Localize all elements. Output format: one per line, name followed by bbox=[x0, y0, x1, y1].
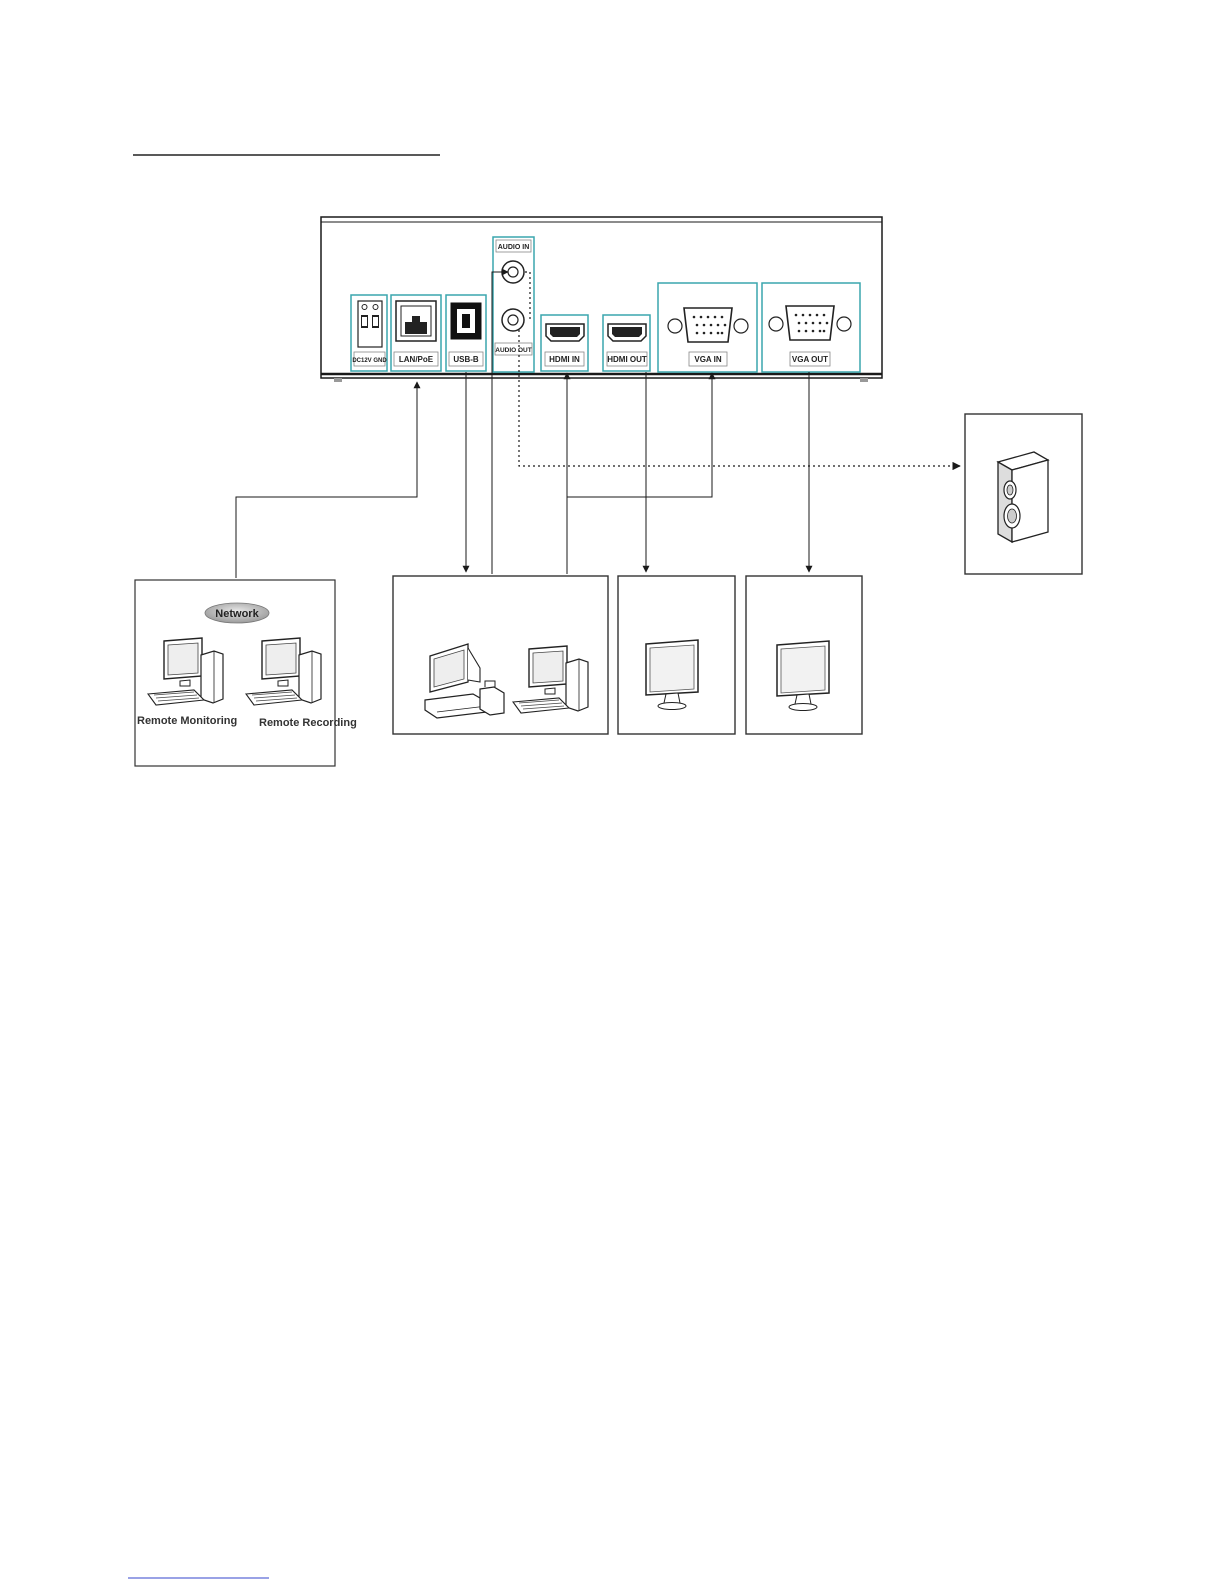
usb-label: USB-B bbox=[453, 355, 479, 364]
audio-in-label: AUDIO IN bbox=[498, 244, 530, 251]
pos-source-box bbox=[393, 576, 608, 734]
lan-connection-line bbox=[236, 382, 417, 578]
speaker-box bbox=[965, 414, 1082, 574]
speaker-icon bbox=[998, 452, 1048, 542]
hdmi-monitor-box bbox=[618, 576, 735, 734]
network-clients-box: Network Remote Monitoring Remote Recordi… bbox=[135, 580, 357, 766]
vga-out-label: VGA OUT bbox=[792, 355, 828, 364]
vga-in-label: VGA IN bbox=[694, 355, 721, 364]
usb-b-port[interactable]: USB-B bbox=[446, 295, 486, 371]
vga-in-connection-line bbox=[567, 373, 712, 497]
remote-monitoring-caption: Remote Monitoring bbox=[137, 715, 237, 727]
dc-label: DC12V GND bbox=[352, 358, 387, 364]
vga-monitor-box bbox=[746, 576, 862, 734]
lan-label: LAN/PoE bbox=[399, 355, 434, 364]
lan-port[interactable]: LAN/PoE bbox=[391, 295, 441, 371]
hdmi-out-label: HDMI OUT bbox=[607, 355, 647, 364]
hdmi-in-label: HDMI IN bbox=[549, 355, 580, 364]
network-badge-text: Network bbox=[215, 608, 259, 620]
remote-recording-caption: Remote Recording bbox=[259, 717, 357, 729]
audio-out-label: AUDIO OUT bbox=[495, 347, 532, 354]
